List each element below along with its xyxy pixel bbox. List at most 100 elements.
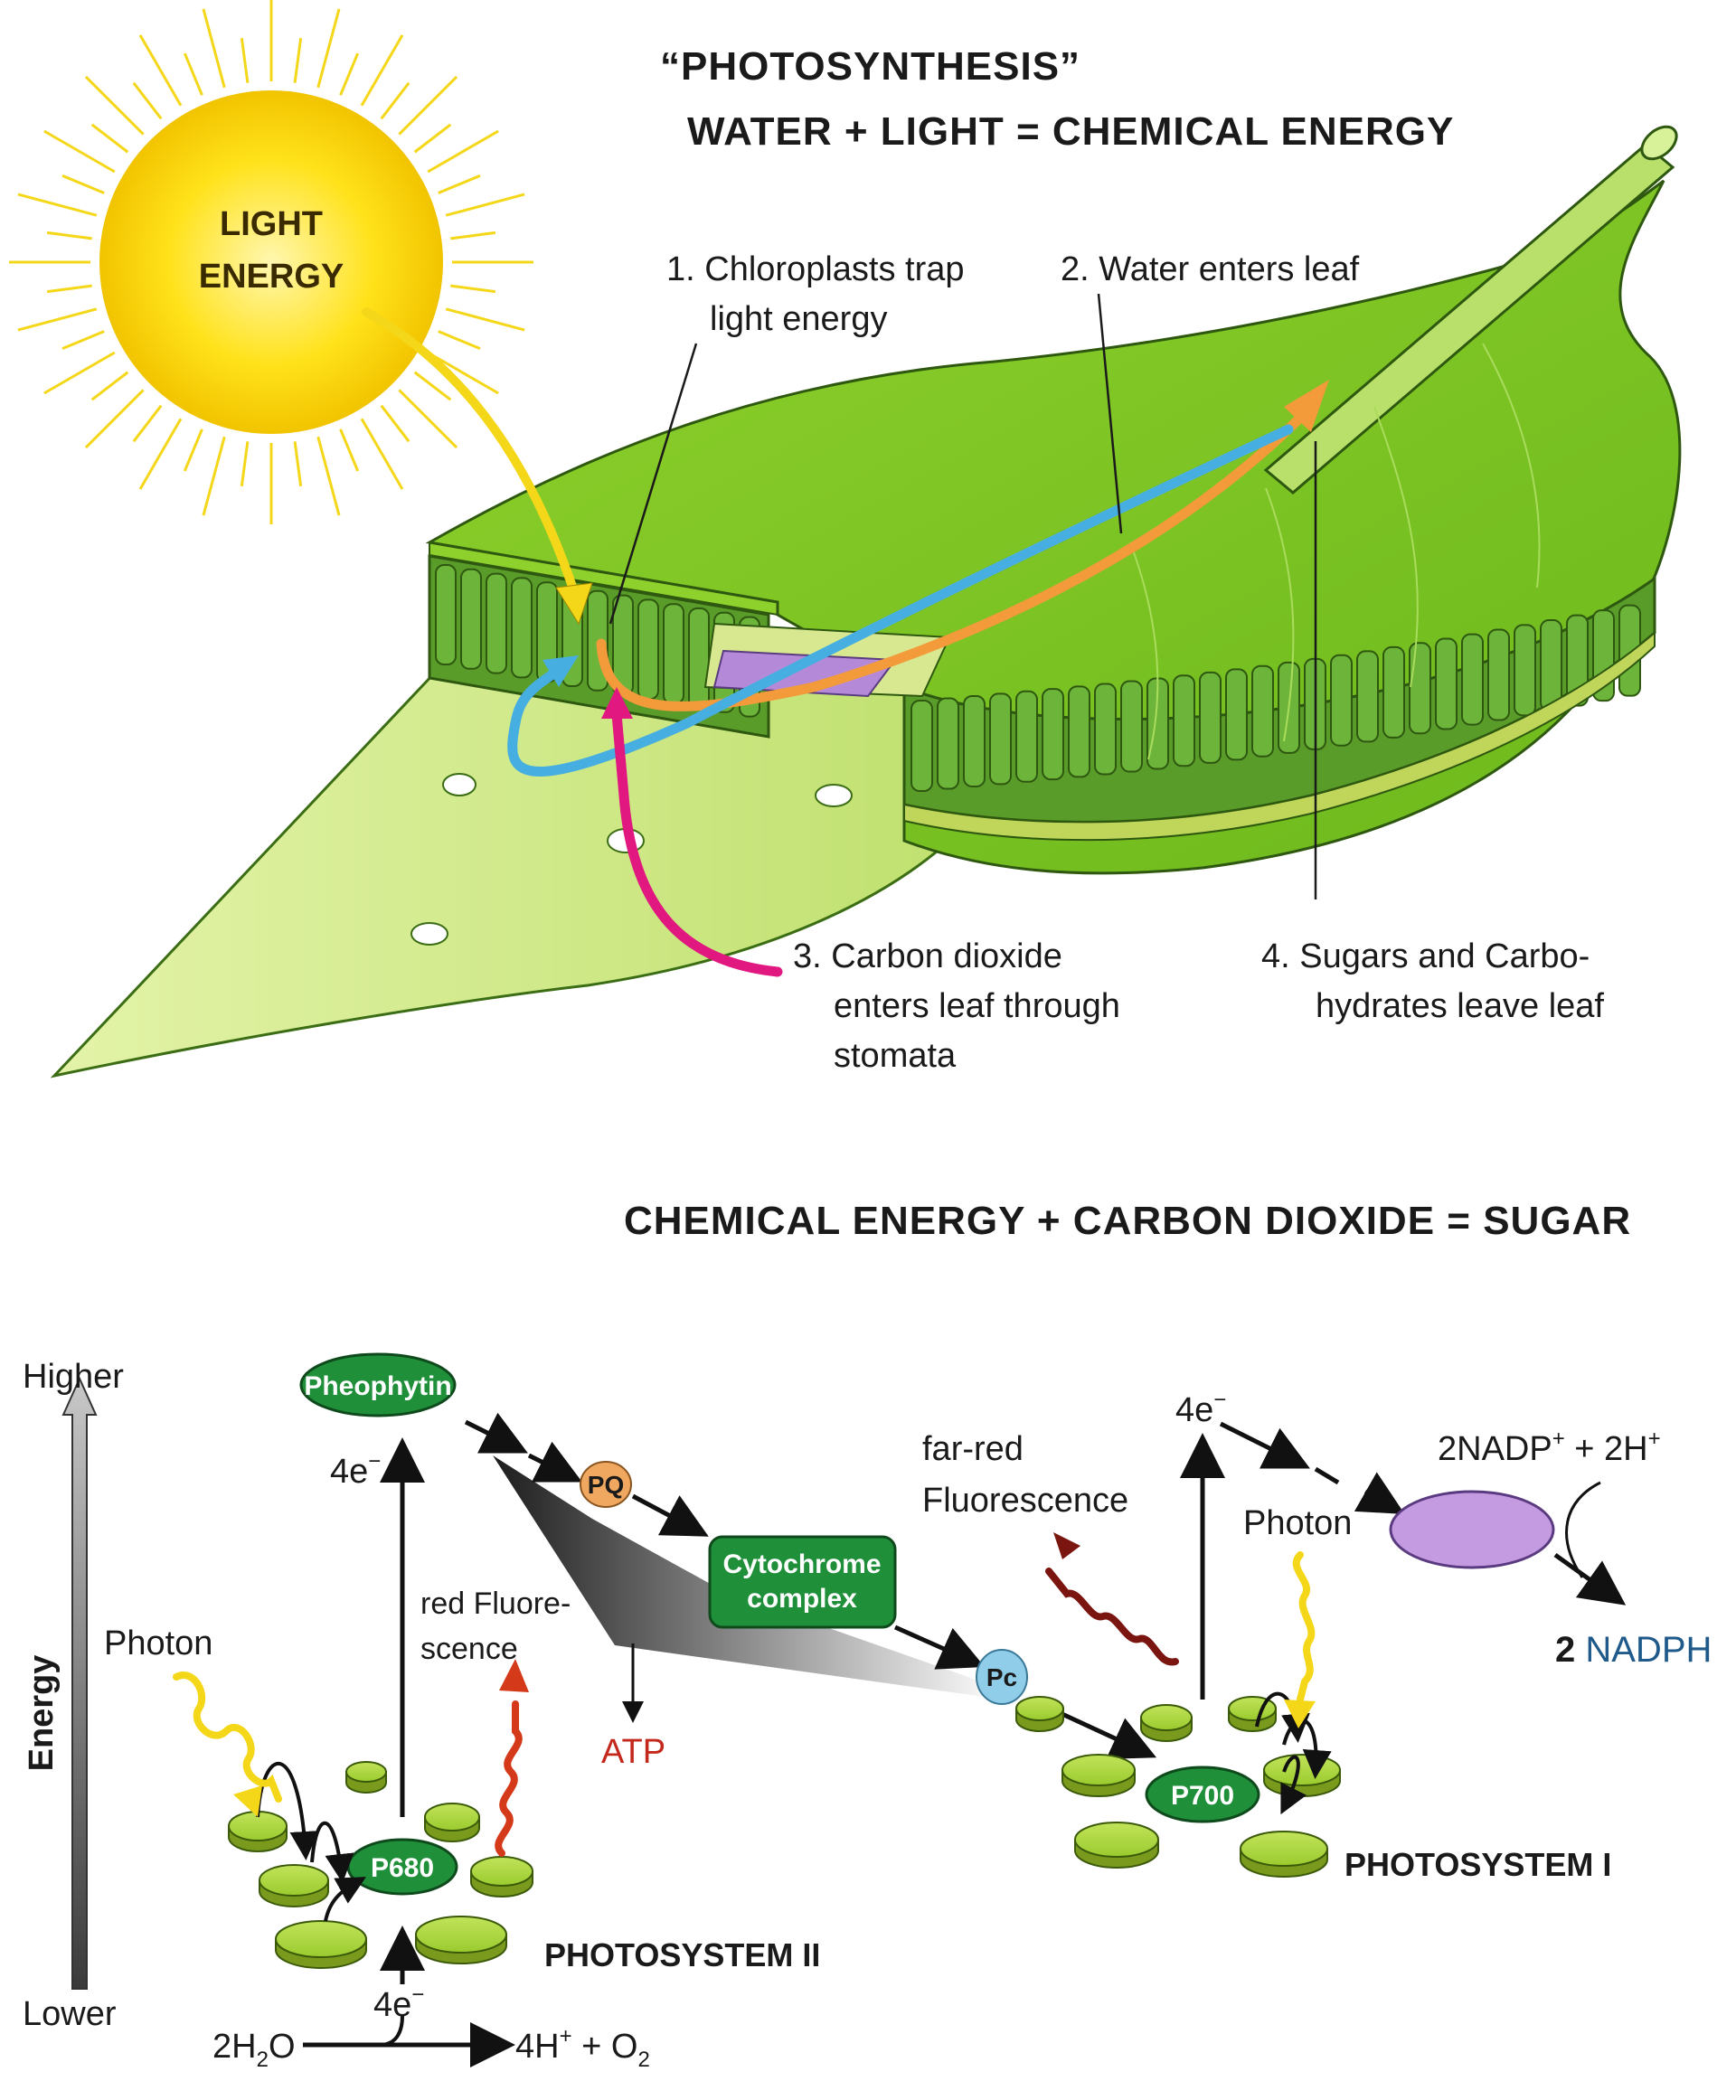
- pq-label: PQ: [588, 1471, 624, 1499]
- p680-node: P680: [346, 1838, 458, 1896]
- leaf-stem: [1263, 125, 1678, 494]
- cell: [1094, 683, 1117, 776]
- antenna-disc: [1263, 1754, 1341, 1797]
- atp-gradient: [493, 1455, 1004, 1700]
- cell: [1015, 690, 1038, 783]
- cell: [486, 572, 507, 674]
- cytochrome-label-1: Cytochrome: [722, 1549, 881, 1579]
- antenna-disc: [1015, 1696, 1064, 1732]
- antenna-disc: [470, 1856, 533, 1898]
- sun-ray: [17, 307, 98, 332]
- sun-ray: [43, 351, 116, 395]
- atp-label: ATP: [601, 1733, 665, 1771]
- antenna-disc: [1061, 1754, 1136, 1797]
- sun-ray: [43, 129, 116, 174]
- products-label: 4H+ + O2: [515, 2024, 650, 2072]
- sun-ray: [413, 123, 452, 154]
- electrons-label-ps1: 4e−: [1175, 1388, 1226, 1429]
- sun-ray: [183, 52, 203, 96]
- sun-ray: [90, 371, 129, 401]
- step4-line1: 4. Sugars and Carbo-: [1261, 937, 1590, 975]
- sun-ray: [84, 75, 145, 136]
- sun-ray: [61, 174, 105, 194]
- light-arrow: [362, 307, 579, 597]
- cell: [637, 598, 659, 701]
- sun-ray: [360, 34, 404, 107]
- antenna-disc: [345, 1761, 387, 1794]
- sun-ray: [380, 404, 410, 443]
- cell: [937, 697, 959, 790]
- sun-ray: [438, 330, 481, 351]
- cell: [1356, 650, 1379, 743]
- pheophytin-node: Pheophytin: [299, 1352, 457, 1417]
- sun-ray: [46, 284, 92, 294]
- sun-ray: [138, 418, 183, 490]
- step3-line3: stomata: [834, 1037, 957, 1075]
- sun-icon: [9, 0, 533, 524]
- cytochrome-label-2: complex: [747, 1584, 857, 1614]
- cell: [1382, 645, 1405, 739]
- sun-ray: [398, 389, 458, 449]
- p700-node: P700: [1145, 1766, 1260, 1823]
- sun-ray: [183, 428, 203, 472]
- antenna-disc: [1074, 1822, 1159, 1869]
- sun-ray: [316, 8, 341, 89]
- antenna-disc: [228, 1811, 288, 1852]
- p700-label: P700: [1171, 1781, 1234, 1811]
- sun-ray: [445, 193, 525, 217]
- step3-line2: enters leaf through: [834, 987, 1120, 1025]
- cell: [910, 700, 933, 792]
- cell: [1120, 680, 1143, 773]
- cell: [1487, 628, 1510, 721]
- cell: [460, 568, 482, 670]
- antenna-disc: [1240, 1831, 1328, 1878]
- antenna-disc: [1228, 1696, 1277, 1732]
- pq-node: PQ: [580, 1461, 632, 1508]
- cell: [1409, 642, 1431, 735]
- sun-ray: [84, 389, 145, 449]
- nadph-label: 2 NADPH: [1555, 1630, 1712, 1670]
- sun-ray: [316, 436, 341, 516]
- z-scheme: CHEMICAL ENERGY + CARBON DIOXIDE = SUGAR…: [23, 1199, 1712, 2072]
- step3-line1: 3. Carbon dioxide: [793, 937, 1062, 975]
- sun-ray: [90, 123, 129, 154]
- antenna-disc: [415, 1916, 507, 1964]
- sun-ray: [202, 8, 226, 89]
- p680-label: P680: [371, 1853, 434, 1883]
- far-red-line1: far-red: [922, 1430, 1024, 1468]
- sun-ray: [427, 129, 499, 174]
- axis-energy-label: Energy: [23, 1655, 61, 1772]
- axis-higher-label: Higher: [23, 1358, 124, 1396]
- pheophytin-label: Pheophytin: [304, 1371, 451, 1401]
- electrons-label-water: 4e−: [373, 1982, 424, 2024]
- sun-ray: [339, 52, 360, 96]
- sun-ray: [240, 37, 250, 83]
- cell: [688, 607, 710, 709]
- sun-label-line2: ENERGY: [199, 258, 344, 296]
- cell: [1068, 685, 1090, 778]
- cell: [1540, 619, 1562, 712]
- sun-ray: [46, 231, 92, 240]
- leaf-veins: [1129, 343, 1541, 760]
- nadp-enzyme: [1389, 1490, 1555, 1569]
- cell: [511, 577, 533, 679]
- cytochrome-node: Cytochrome complex: [708, 1535, 897, 1629]
- antenna-disc: [275, 1920, 367, 1969]
- cell: [1330, 654, 1353, 747]
- leaf-illustration: LIGHT ENERGY: [9, 0, 1682, 1078]
- nadp-label: 2NADP+ + 2H+: [1438, 1427, 1661, 1468]
- leaf-cross-section-right: [902, 576, 1656, 842]
- leader-lines: [609, 293, 1317, 899]
- sun-ray: [450, 284, 496, 294]
- photon-label-ps2: Photon: [104, 1624, 212, 1662]
- sun-ray: [138, 34, 183, 107]
- sun-label-line1: LIGHT: [220, 205, 323, 243]
- pc-node: Pc: [976, 1649, 1028, 1705]
- sun-ray: [398, 75, 458, 136]
- red-fluorescence-line2: scence: [420, 1632, 518, 1666]
- cell: [1225, 668, 1248, 761]
- pc-label: Pc: [986, 1663, 1017, 1691]
- step1-line2: light energy: [710, 300, 887, 338]
- electrons-label-ps2-top: 4e−: [330, 1449, 381, 1491]
